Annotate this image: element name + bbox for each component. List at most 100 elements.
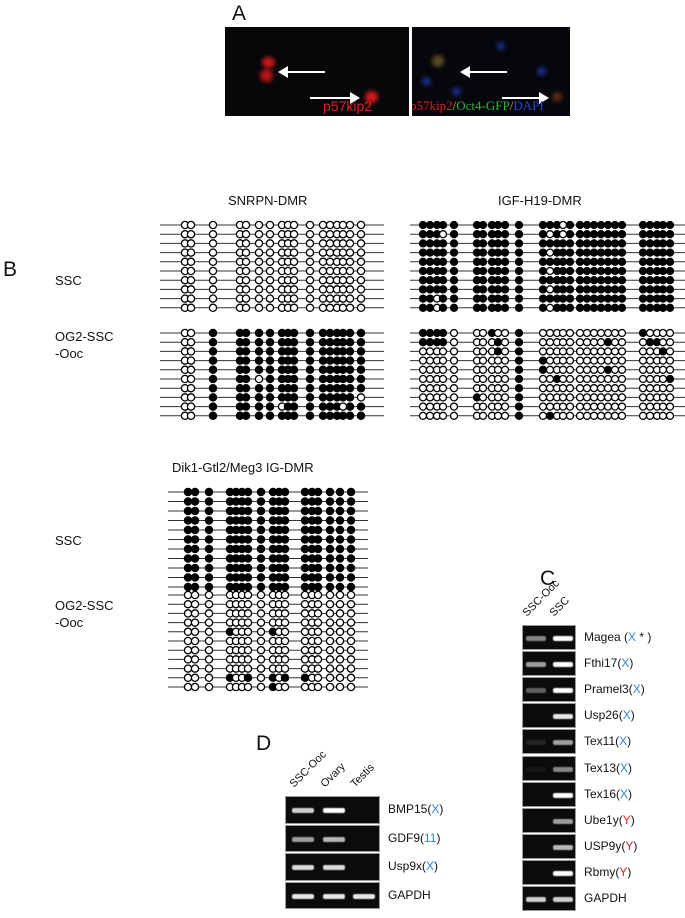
methylated-cpg	[478, 285, 488, 294]
unmethylated-cpg	[208, 257, 218, 267]
methylated-cpg	[538, 220, 548, 230]
unmethylated-cpg	[346, 618, 356, 627]
methylated-cpg	[335, 563, 345, 573]
unmethylated-cpg	[265, 303, 275, 313]
unmethylated-cpg	[325, 229, 335, 239]
unmethylated-cpg	[335, 599, 345, 609]
unmethylated-cpg	[478, 328, 488, 338]
unmethylated-cpg	[665, 347, 675, 356]
methylated-cpg	[280, 563, 290, 573]
unmethylated-cpg	[204, 618, 214, 627]
methylated-cpg	[493, 285, 503, 294]
methylated-cpg	[280, 516, 290, 525]
unmethylated-cpg	[204, 609, 214, 618]
unmethylated-cpg	[325, 655, 335, 664]
caption-oct4-gfp: Oct4-GFP	[456, 98, 510, 113]
unmethylated-cpg	[478, 356, 488, 365]
unmethylated-cpg	[478, 365, 488, 374]
unmethylated-cpg	[425, 402, 435, 411]
methylated-cpg	[575, 294, 585, 303]
gel-band	[526, 662, 546, 668]
unmethylated-cpg	[617, 328, 627, 338]
methylated-cpg	[190, 487, 200, 497]
methylated-cpg	[418, 220, 428, 230]
methylated-cpg	[356, 383, 366, 393]
unmethylated-cpg	[418, 384, 428, 393]
unmethylated-cpg	[545, 393, 555, 402]
methylated-cpg	[418, 248, 428, 257]
unmethylated-cpg	[565, 356, 575, 365]
gel-band	[526, 766, 546, 772]
methylated-cpg	[243, 554, 253, 563]
chromosome: Y	[619, 864, 628, 879]
methylated-cpg	[183, 487, 193, 497]
methylated-cpg	[449, 276, 459, 285]
cell-red	[260, 69, 273, 82]
gel-band	[553, 897, 573, 903]
unmethylated-cpg	[300, 682, 310, 692]
methylated-cpg	[514, 285, 524, 294]
unmethylated-cpg	[186, 347, 196, 356]
methylated-cpg	[545, 411, 555, 420]
methylated-cpg	[538, 257, 548, 266]
unmethylated-cpg	[638, 347, 648, 356]
unmethylated-cpg	[208, 239, 218, 248]
methylated-cpg	[338, 374, 348, 384]
methylated-cpg	[538, 266, 548, 276]
methylated-cpg	[241, 328, 251, 338]
methylated-cpg	[325, 356, 335, 365]
methylated-cpg	[418, 230, 428, 239]
chromosome: X	[632, 682, 641, 697]
nucleus-dapi	[422, 77, 431, 86]
gel-band	[553, 714, 573, 720]
unmethylated-cpg	[300, 618, 310, 627]
methylated-cpg	[313, 516, 323, 525]
unmethylated-cpg	[325, 294, 335, 303]
unmethylated-cpg	[280, 645, 290, 655]
unmethylated-cpg	[500, 411, 510, 420]
unmethylated-cpg	[204, 655, 214, 664]
methylated-cpg	[514, 257, 524, 266]
unmethylated-cpg	[545, 402, 555, 411]
methylated-cpg	[589, 303, 599, 312]
panel-a-letter: A	[232, 2, 247, 25]
unmethylated-cpg	[265, 257, 275, 267]
unmethylated-cpg	[325, 266, 335, 276]
unmethylated-cpg	[418, 356, 428, 365]
methylated-cpg	[243, 673, 253, 683]
unmethylated-cpg	[645, 402, 655, 411]
unmethylated-cpg	[300, 609, 310, 618]
unmethylated-cpg	[438, 411, 448, 420]
unmethylated-cpg	[280, 655, 290, 664]
unmethylated-cpg	[325, 664, 335, 673]
unmethylated-cpg	[356, 393, 366, 402]
methylated-cpg	[325, 563, 335, 573]
methylated-cpg	[514, 356, 524, 365]
unmethylated-cpg	[204, 673, 214, 683]
methylated-cpg	[313, 573, 323, 582]
methylated-cpg	[280, 506, 290, 516]
methylated-cpg	[243, 497, 253, 506]
unmethylated-cpg	[190, 636, 200, 646]
methylated-cpg	[425, 220, 435, 230]
methylated-cpg	[438, 294, 448, 303]
unmethylated-cpg	[356, 294, 366, 303]
unmethylated-cpg	[449, 374, 459, 384]
unmethylated-cpg	[478, 338, 488, 347]
methylated-cpg	[256, 487, 266, 497]
unmethylated-cpg	[338, 303, 348, 313]
methylated-cpg	[305, 374, 315, 384]
unmethylated-cpg	[300, 590, 310, 600]
methylated-cpg	[658, 220, 668, 230]
unmethylated-cpg	[208, 285, 218, 294]
unmethylated-cpg	[438, 393, 448, 402]
unmethylated-cpg	[325, 303, 335, 313]
methylated-cpg	[208, 402, 218, 411]
unmethylated-cpg	[538, 384, 548, 393]
methylated-cpg	[305, 347, 315, 356]
unmethylated-cpg	[558, 393, 568, 402]
methylated-cpg	[493, 230, 503, 239]
unmethylated-cpg	[186, 411, 196, 421]
methylated-cpg	[438, 328, 448, 338]
